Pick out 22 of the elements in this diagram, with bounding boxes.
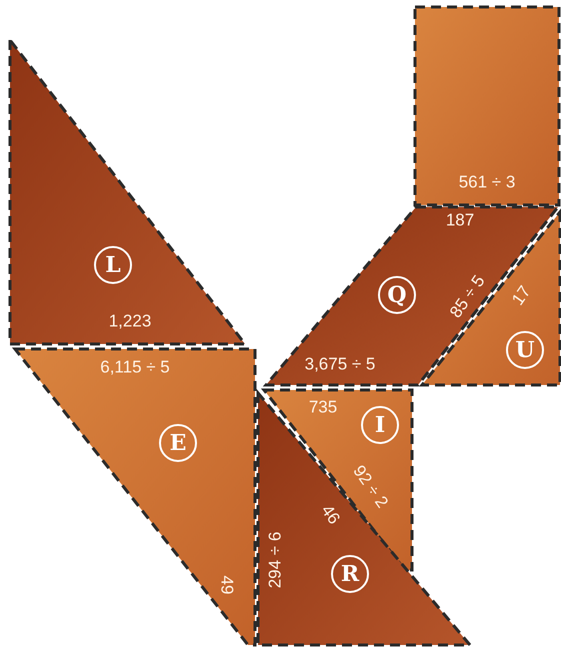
quotient: 49 — [216, 576, 236, 594]
division-problem: 85 ÷ 5 — [446, 272, 490, 322]
puzzle-piece — [255, 388, 472, 647]
quotient: 17 — [508, 282, 536, 310]
puzzle-piece — [413, 5, 561, 207]
puzzle-piece — [13, 347, 257, 647]
circled-letter: Q — [378, 276, 416, 314]
division-problem: 561 ÷ 3 — [458, 174, 516, 192]
circled-letter: E — [159, 424, 197, 462]
circled-letter: R — [331, 555, 369, 593]
division-problem: 294 ÷ 6 — [266, 532, 286, 588]
circled-letter: L — [94, 246, 132, 284]
circled-letter: I — [361, 406, 399, 444]
quotient: 46 — [316, 502, 344, 528]
circled-letter: U — [506, 331, 544, 369]
division-problem: 6,115 ÷ 5 — [100, 358, 170, 378]
quotient: 187 — [446, 212, 474, 230]
division-problem: 92 ÷ 2 — [348, 462, 392, 512]
division-problem: 3,675 ÷ 5 — [304, 356, 376, 374]
puzzle-piece — [263, 203, 561, 387]
quotient: 735 — [308, 398, 338, 418]
quotient: 1,223 — [108, 312, 152, 332]
